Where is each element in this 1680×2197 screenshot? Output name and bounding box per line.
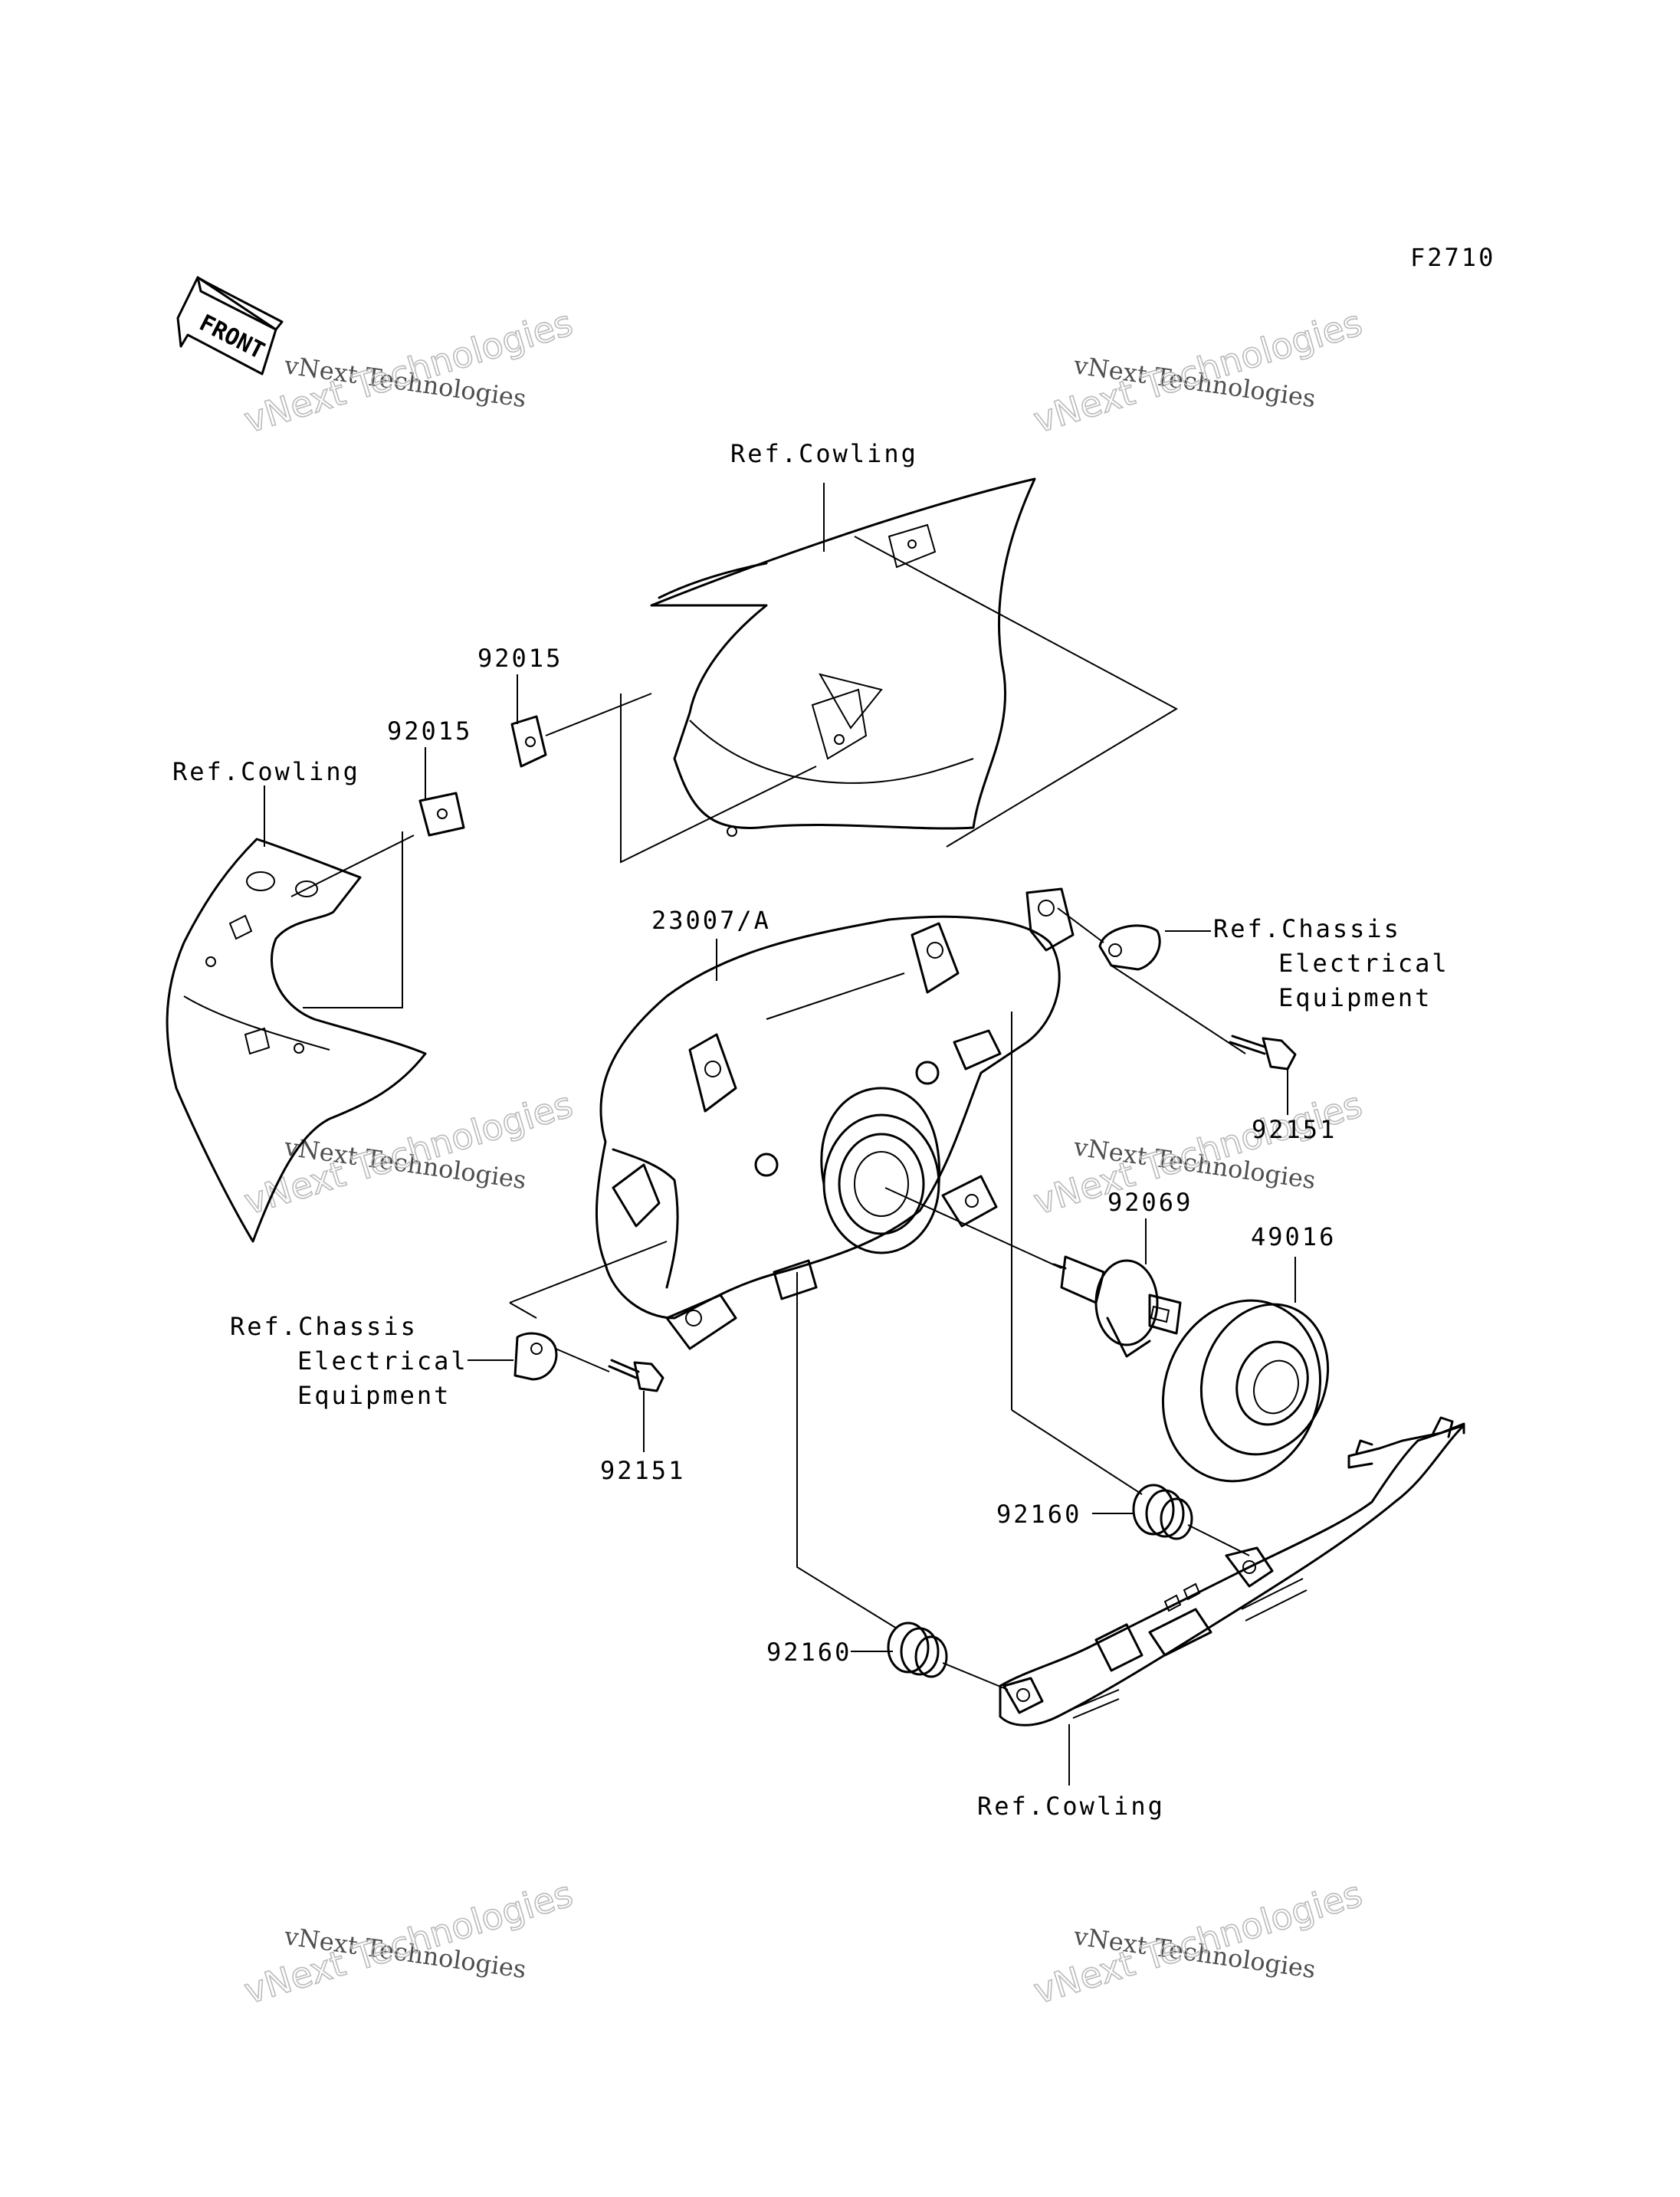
label-headlamp: 23007/A (651, 906, 771, 935)
leader-line (509, 1302, 537, 1319)
watermark: vNext Technologies vNext Technologies vN… (239, 301, 1367, 2012)
clip-92015-upper (510, 715, 547, 768)
label-chassis-right-2: Electrical (1278, 949, 1449, 978)
front-arrow-icon: FRONT (176, 276, 284, 375)
label-chassis-right-1: Ref.Chassis (1213, 914, 1401, 943)
leader-line (1057, 907, 1104, 943)
label-cowling-left: Ref.Cowling (172, 757, 360, 786)
chassis-clamp-left (514, 1332, 558, 1381)
label-bolt-left: 92151 (600, 1456, 685, 1485)
chassis-clamp-right (1098, 924, 1161, 971)
label-cowling-top: Ref.Cowling (730, 439, 918, 468)
clip-92015-lower (418, 792, 465, 837)
bulb-92069 (1052, 1255, 1182, 1358)
bolt-92151-left (608, 1359, 664, 1392)
label-grommet-left: 92160 (766, 1638, 851, 1667)
label-cowling-bottom: Ref.Cowling (977, 1792, 1165, 1821)
label-clip-upper: 92015 (477, 644, 563, 673)
leader-line (290, 835, 415, 897)
leader-line (854, 536, 1179, 848)
label-clip-lower: 92015 (387, 716, 472, 746)
label-bulb: 92069 (1107, 1188, 1193, 1217)
leader-line (555, 1348, 610, 1372)
diagram-code: F2710 (1410, 243, 1495, 272)
label-bolt-right: 92151 (1252, 1115, 1337, 1144)
headlamp-assembly (596, 887, 1075, 1350)
lower-cowling-bracket (999, 1416, 1465, 1726)
leader-line (796, 1272, 897, 1629)
leader-line (942, 1662, 1009, 1690)
label-chassis-left-3: Equipment (297, 1381, 451, 1410)
cap-49016 (1161, 1299, 1330, 1483)
leader-line (1187, 1524, 1250, 1556)
label-grommet-right: 92160 (996, 1500, 1081, 1529)
leader-line (620, 694, 817, 864)
leader-line (509, 1241, 668, 1303)
label-cap: 49016 (1251, 1222, 1336, 1251)
label-chassis-right-3: Equipment (1278, 983, 1432, 1012)
grommet-92160-right (1132, 1484, 1193, 1540)
leader-line (1011, 1409, 1143, 1495)
grommet-92160-left (887, 1622, 948, 1678)
upper-cowling (650, 477, 1036, 837)
leader-line (884, 1187, 1062, 1269)
left-cowling (166, 838, 427, 1243)
label-chassis-left-1: Ref.Chassis (230, 1312, 418, 1341)
leader-line (545, 693, 652, 736)
leader-line (1111, 965, 1246, 1054)
label-chassis-left-2: Electrical (297, 1346, 468, 1376)
leader-line (303, 831, 403, 1008)
bolt-92151-right (1229, 1035, 1297, 1071)
